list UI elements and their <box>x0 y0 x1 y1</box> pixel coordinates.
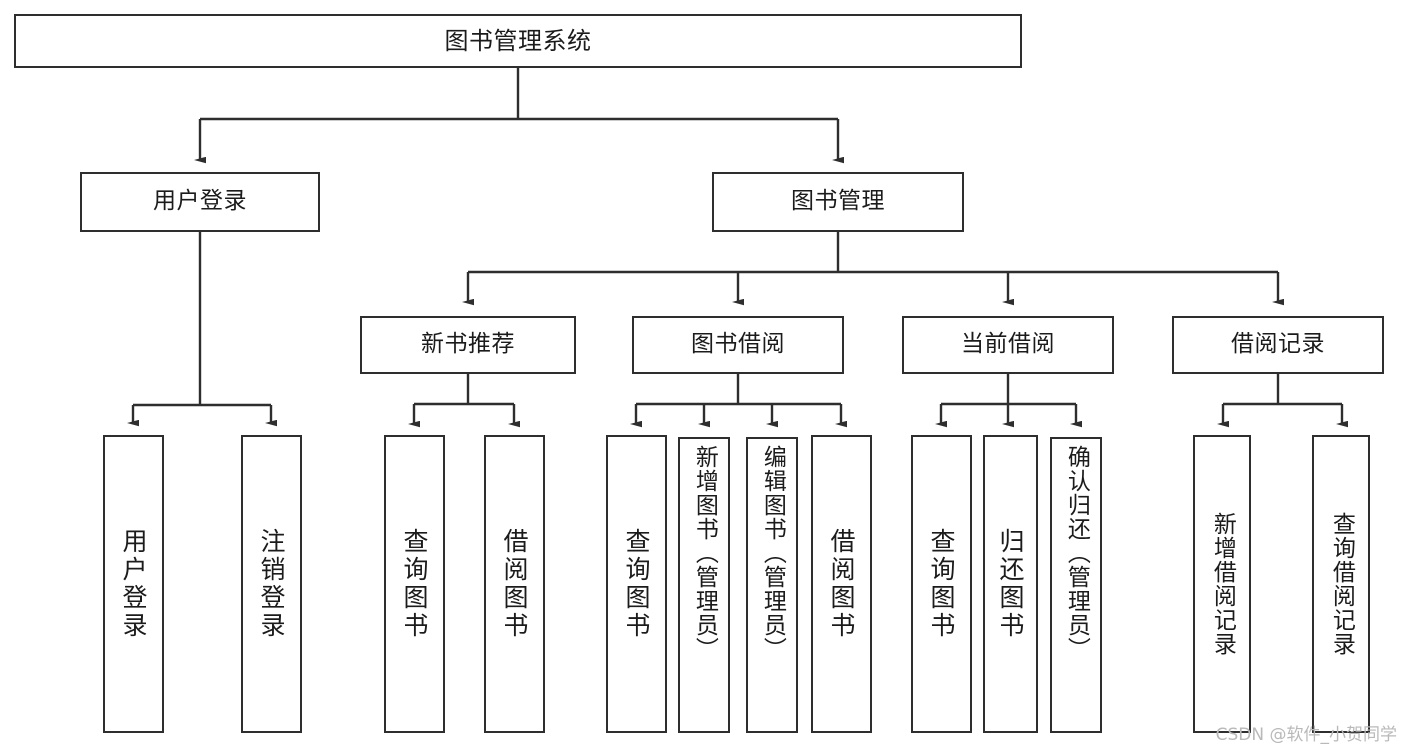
leaf-borrow-book-nb-label: 借阅图书 <box>500 528 529 640</box>
node-borrow-record[interactable]: 借阅记录 <box>1172 316 1384 374</box>
node-book-manage[interactable]: 图书管理 <box>712 172 964 232</box>
node-user-login[interactable]: 用户登录 <box>80 172 320 232</box>
leaf-add-borrow-record-label: 新增借阅记录 <box>1209 512 1236 656</box>
node-root-label: 图书管理系统 <box>444 26 592 55</box>
leaf-user-login[interactable]: 用户登录 <box>103 435 164 733</box>
node-current-borrow[interactable]: 当前借阅 <box>902 316 1114 374</box>
leaf-edit-book-admin-label: 编辑图书（管理员） <box>759 445 786 661</box>
leaf-add-book-admin[interactable]: 新增图书（管理员） <box>678 437 730 733</box>
leaf-query-book-bb-label: 查询图书 <box>622 528 651 640</box>
leaf-logout[interactable]: 注销登录 <box>241 435 302 733</box>
node-book-borrow-label: 图书借阅 <box>691 331 785 358</box>
leaf-user-login-label: 用户登录 <box>119 528 148 640</box>
node-new-book-recommend-label: 新书推荐 <box>421 331 515 358</box>
leaf-query-book-bb[interactable]: 查询图书 <box>606 435 667 733</box>
node-user-login-label: 用户登录 <box>153 188 247 215</box>
leaf-return-book[interactable]: 归还图书 <box>983 435 1038 733</box>
node-borrow-record-label: 借阅记录 <box>1231 331 1325 358</box>
leaf-borrow-book-bb-label: 借阅图书 <box>827 528 856 640</box>
leaf-query-book-cb-label: 查询图书 <box>927 528 956 640</box>
watermark: CSDN @软件_小贺同学 <box>1215 725 1397 745</box>
leaf-add-book-admin-label: 新增图书（管理员） <box>691 445 718 661</box>
leaf-confirm-return-admin[interactable]: 确认归还（管理员） <box>1050 437 1102 733</box>
leaf-edit-book-admin[interactable]: 编辑图书（管理员） <box>746 437 798 733</box>
leaf-query-borrow-record[interactable]: 查询借阅记录 <box>1312 435 1370 733</box>
node-book-borrow[interactable]: 图书借阅 <box>632 316 844 374</box>
node-root[interactable]: 图书管理系统 <box>14 14 1022 68</box>
leaf-logout-label: 注销登录 <box>257 528 286 640</box>
leaf-confirm-return-admin-label: 确认归还（管理员） <box>1063 445 1090 661</box>
node-current-borrow-label: 当前借阅 <box>961 331 1055 358</box>
node-new-book-recommend[interactable]: 新书推荐 <box>360 316 576 374</box>
node-book-manage-label: 图书管理 <box>791 188 885 215</box>
leaf-query-book-cb[interactable]: 查询图书 <box>911 435 972 733</box>
leaf-borrow-book-nb[interactable]: 借阅图书 <box>484 435 545 733</box>
leaf-return-book-label: 归还图书 <box>996 528 1025 640</box>
leaf-query-book-nb-label: 查询图书 <box>400 528 429 640</box>
leaf-query-borrow-record-label: 查询借阅记录 <box>1328 512 1355 656</box>
leaf-borrow-book-bb[interactable]: 借阅图书 <box>811 435 872 733</box>
leaf-add-borrow-record[interactable]: 新增借阅记录 <box>1193 435 1251 733</box>
leaf-query-book-nb[interactable]: 查询图书 <box>384 435 445 733</box>
